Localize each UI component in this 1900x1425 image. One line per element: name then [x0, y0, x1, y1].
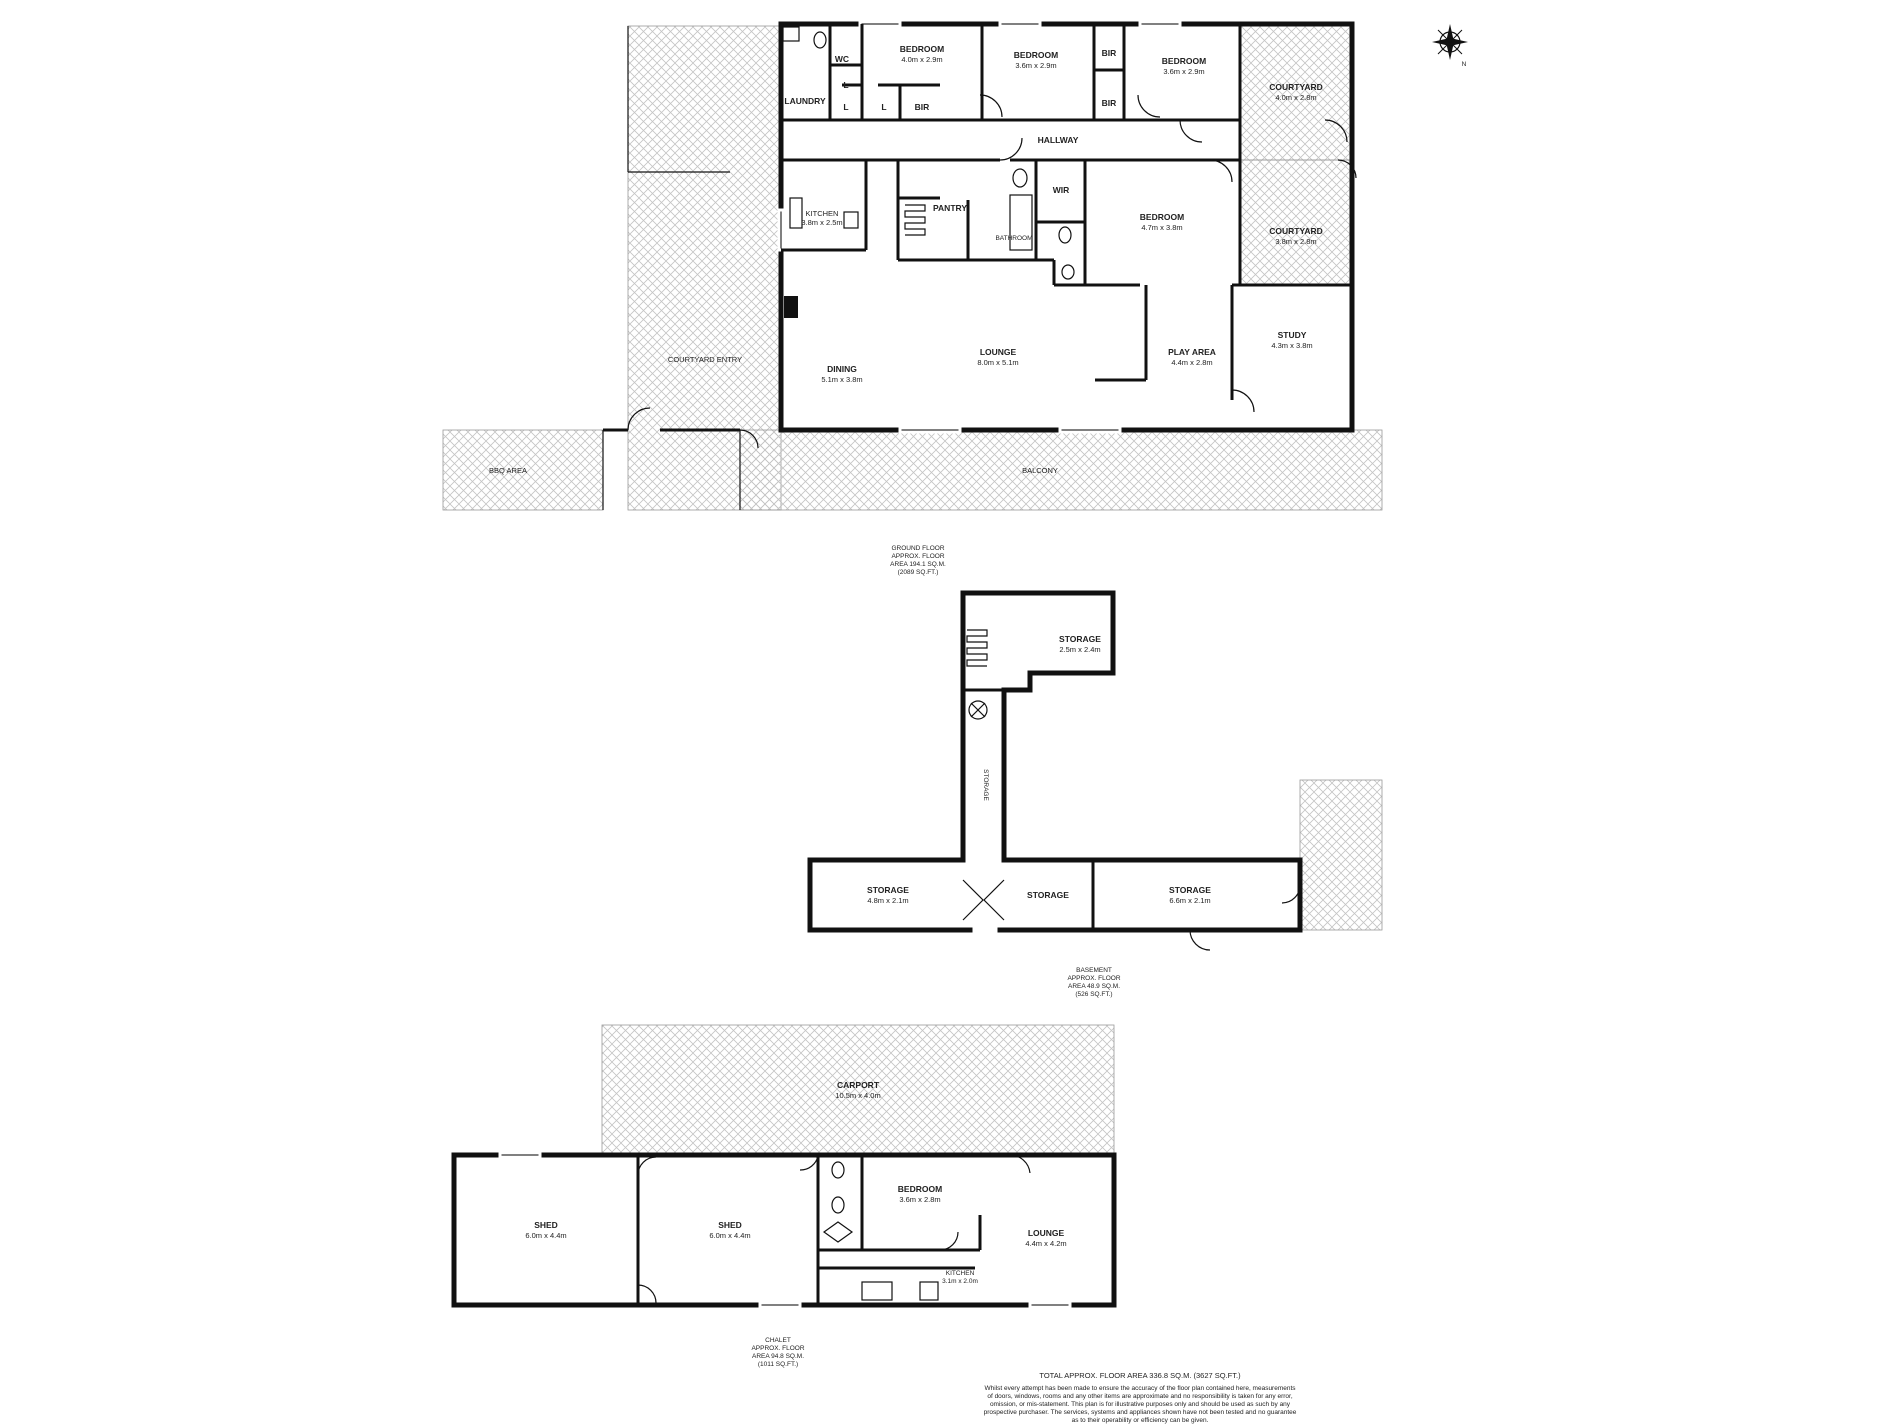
- label-wc: WC: [835, 54, 849, 64]
- label-storage-top: STORAGE: [1059, 634, 1101, 644]
- ground-floor-plan: [442, 20, 1383, 511]
- label-laundry: LAUNDRY: [784, 96, 826, 106]
- dims-storage-top: 2.5m x 2.4m: [1059, 645, 1100, 654]
- dims-shed-2: 6.0m x 4.4m: [709, 1231, 750, 1240]
- label-bbq-area: BBQ AREA: [489, 466, 527, 475]
- chalet-caption-2: APPROX. FLOOR: [751, 1345, 804, 1352]
- basement-labels: STORAGE 2.5m x 2.4m STORAGE STORAGE 4.8m…: [867, 634, 1211, 998]
- label-bir-1: BIR: [915, 102, 930, 112]
- dims-bedroom-2: 3.6m x 2.9m: [1015, 61, 1056, 70]
- label-bedroom-1: BEDROOM: [900, 44, 944, 54]
- label-storage-mid: STORAGE: [1027, 890, 1069, 900]
- label-bathroom: BATHROOM: [995, 235, 1032, 242]
- label-l-1: L: [843, 80, 848, 90]
- footer-notes: TOTAL APPROX. FLOOR AREA 336.8 SQ.M. (36…: [984, 1371, 1297, 1424]
- ground-floor-caption-2: APPROX. FLOOR: [891, 553, 944, 560]
- label-bedroom-2: BEDROOM: [1014, 50, 1058, 60]
- svg-text:N: N: [1462, 61, 1467, 68]
- label-dining: DINING: [827, 364, 857, 374]
- ground-floor-caption-3: AREA 194.1 SQ.M.: [890, 561, 946, 568]
- basement-caption-2: APPROX. FLOOR: [1067, 975, 1120, 982]
- label-bedroom-4: BEDROOM: [1140, 212, 1184, 222]
- dims-play-area: 4.4m x 2.8m: [1171, 358, 1212, 367]
- label-carport: CARPORT: [837, 1080, 880, 1090]
- label-kitchen: KITCHEN: [806, 209, 839, 218]
- basement-caption-4: (526 SQ.FT.): [1075, 991, 1112, 998]
- dims-bedroom-3: 3.6m x 2.9m: [1163, 67, 1204, 76]
- dims-storage-right: 6.6m x 2.1m: [1169, 896, 1210, 905]
- disclaimer-line-4: prospective purchaser. The services, sys…: [984, 1409, 1297, 1416]
- basement-plan: [807, 590, 1383, 951]
- chalet-caption-3: AREA 94.8 SQ.M.: [752, 1353, 804, 1360]
- bbq-area: [442, 429, 604, 511]
- dims-chalet-lounge: 4.4m x 4.2m: [1025, 1239, 1066, 1248]
- disclaimer-line-3: omission, or mis-statement. This plan is…: [990, 1401, 1291, 1408]
- dims-kitchen: 3.8m x 2.5m: [801, 218, 842, 227]
- label-bedroom-3: BEDROOM: [1162, 56, 1206, 66]
- dims-bedroom-4: 4.7m x 3.8m: [1141, 223, 1182, 232]
- label-pantry: PANTRY: [933, 203, 967, 213]
- dims-study: 4.3m x 3.8m: [1271, 341, 1312, 350]
- dims-carport: 10.5m x 4.0m: [835, 1091, 880, 1100]
- dims-chalet-kitchen: 3.1m x 2.0m: [942, 1278, 978, 1285]
- basement-caption-1: BASEMENT: [1076, 967, 1112, 974]
- dims-courtyard-1: 4.0m x 2.8m: [1275, 93, 1316, 102]
- ground-floor-labels: BEDROOM 4.0m x 2.9m BEDROOM 3.6m x 2.9m …: [489, 44, 1323, 576]
- chalet-caption-1: CHALET: [765, 1337, 791, 1344]
- carport-area: [601, 1024, 1115, 1156]
- dims-chalet-bedroom: 3.6m x 2.8m: [899, 1195, 940, 1204]
- label-bir-3: BIR: [1102, 98, 1117, 108]
- dims-lounge: 8.0m x 5.1m: [977, 358, 1018, 367]
- label-courtyard-1: COURTYARD: [1269, 82, 1323, 92]
- label-chalet-lounge: LOUNGE: [1028, 1228, 1065, 1238]
- ground-floor-caption-1: GROUND FLOOR: [891, 545, 944, 552]
- chalet-caption-4: (1011 SQ.FT.): [758, 1361, 798, 1368]
- courtyard-bottom-area: [1239, 159, 1353, 286]
- dims-shed-1: 6.0m x 4.4m: [525, 1231, 566, 1240]
- chalet-plan: [451, 1024, 1117, 1309]
- label-courtyard-entry: COURTYARD ENTRY: [668, 355, 742, 364]
- label-bir-2: BIR: [1102, 48, 1117, 58]
- dims-dining: 5.1m x 3.8m: [821, 375, 862, 384]
- chalet-labels: CARPORT 10.5m x 4.0m SHED 6.0m x 4.4m SH…: [525, 1080, 1066, 1368]
- label-hallway: HALLWAY: [1038, 135, 1079, 145]
- label-storage-right: STORAGE: [1169, 885, 1211, 895]
- disclaimer-line-2: of doors, windows, rooms and any other i…: [987, 1393, 1292, 1400]
- dims-bedroom-1: 4.0m x 2.9m: [901, 55, 942, 64]
- label-shed-2: SHED: [718, 1220, 742, 1230]
- label-balcony: BALCONY: [1022, 466, 1058, 475]
- label-shed-1: SHED: [534, 1220, 558, 1230]
- label-chalet-kitchen: KITCHEN: [946, 1270, 975, 1277]
- label-study: STUDY: [1278, 330, 1307, 340]
- ground-floor-caption-4: (2089 SQ.FT.): [898, 569, 939, 576]
- label-chalet-bedroom: BEDROOM: [898, 1184, 942, 1194]
- basement-outdoor-area: [1299, 779, 1383, 931]
- label-wir: WIR: [1053, 185, 1070, 195]
- dims-courtyard-2: 3.8m x 2.8m: [1275, 237, 1316, 246]
- dims-storage-left: 4.8m x 2.1m: [867, 896, 908, 905]
- total-floor-area: TOTAL APPROX. FLOOR AREA 336.8 SQ.M. (36…: [1039, 1371, 1241, 1380]
- disclaimer-line-1: Whilst every attempt has been made to en…: [984, 1385, 1296, 1392]
- label-l-3: L: [881, 102, 886, 112]
- balcony-area: [739, 429, 1383, 511]
- label-storage-corridor: STORAGE: [982, 769, 989, 801]
- label-play-area: PLAY AREA: [1168, 347, 1216, 357]
- label-storage-left: STORAGE: [867, 885, 909, 895]
- label-lounge: LOUNGE: [980, 347, 1017, 357]
- disclaimer-line-5: as to their operability or efficiency ca…: [1072, 1417, 1209, 1424]
- basement-caption-3: AREA 48.9 SQ.M.: [1068, 983, 1120, 990]
- label-l-2: L: [843, 102, 848, 112]
- label-courtyard-2: COURTYARD: [1269, 226, 1323, 236]
- compass-rose-icon: N: [1432, 24, 1468, 68]
